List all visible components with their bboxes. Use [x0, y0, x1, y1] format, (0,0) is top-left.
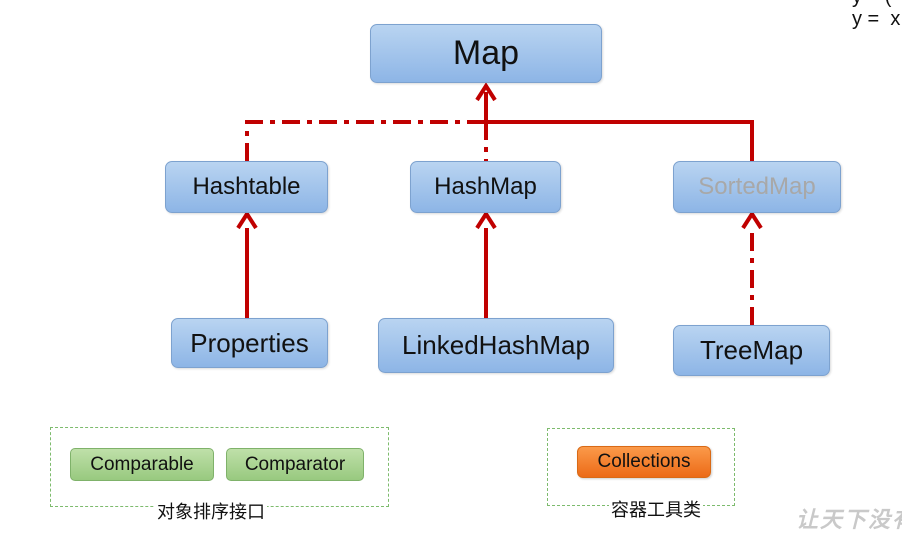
- treemap-node: TreeMap: [673, 325, 830, 376]
- linkedhashmap-label: LinkedHashMap: [402, 330, 590, 360]
- linkedhashmap-node: LinkedHashMap: [378, 318, 614, 373]
- comparator-label: Comparator: [244, 453, 346, 475]
- properties-label: Properties: [190, 327, 309, 358]
- comparator-box: Comparator: [226, 448, 364, 481]
- corner-text-line2: y = x: [852, 8, 901, 30]
- sortedmap-node: SortedMap: [673, 161, 841, 213]
- collections-label: Collections: [597, 451, 691, 472]
- arrowhead-hashtable: [236, 210, 258, 230]
- hashmap-label: HashMap: [434, 173, 537, 200]
- corner-text-line1: y = (: [852, 0, 891, 9]
- map-label: Map: [452, 34, 520, 72]
- hashtable-node: Hashtable: [165, 161, 328, 213]
- treemap-label: TreeMap: [699, 335, 804, 365]
- arrowhead-sortedmap: [741, 210, 763, 230]
- comparable-box: Comparable: [70, 448, 214, 481]
- utility-caption: 容器工具类: [609, 496, 703, 522]
- sortedmap-label: SortedMap: [698, 173, 816, 200]
- edge-sortedmap-to-map: [486, 120, 754, 161]
- arrowhead-map: [475, 82, 497, 102]
- collections-box: Collections: [577, 446, 711, 478]
- hashtable-label: Hashtable: [192, 173, 301, 200]
- sort-interfaces-caption: 对象排序接口: [155, 498, 267, 524]
- arrowhead-hashmap: [475, 210, 497, 230]
- map-node: Map: [370, 24, 602, 83]
- hashmap-node: HashMap: [410, 161, 561, 213]
- properties-node: Properties: [171, 318, 328, 368]
- watermark-text: 让天下没有: [796, 507, 902, 533]
- comparable-label: Comparable: [90, 453, 194, 475]
- edge-hashtable-to-map: [245, 120, 486, 161]
